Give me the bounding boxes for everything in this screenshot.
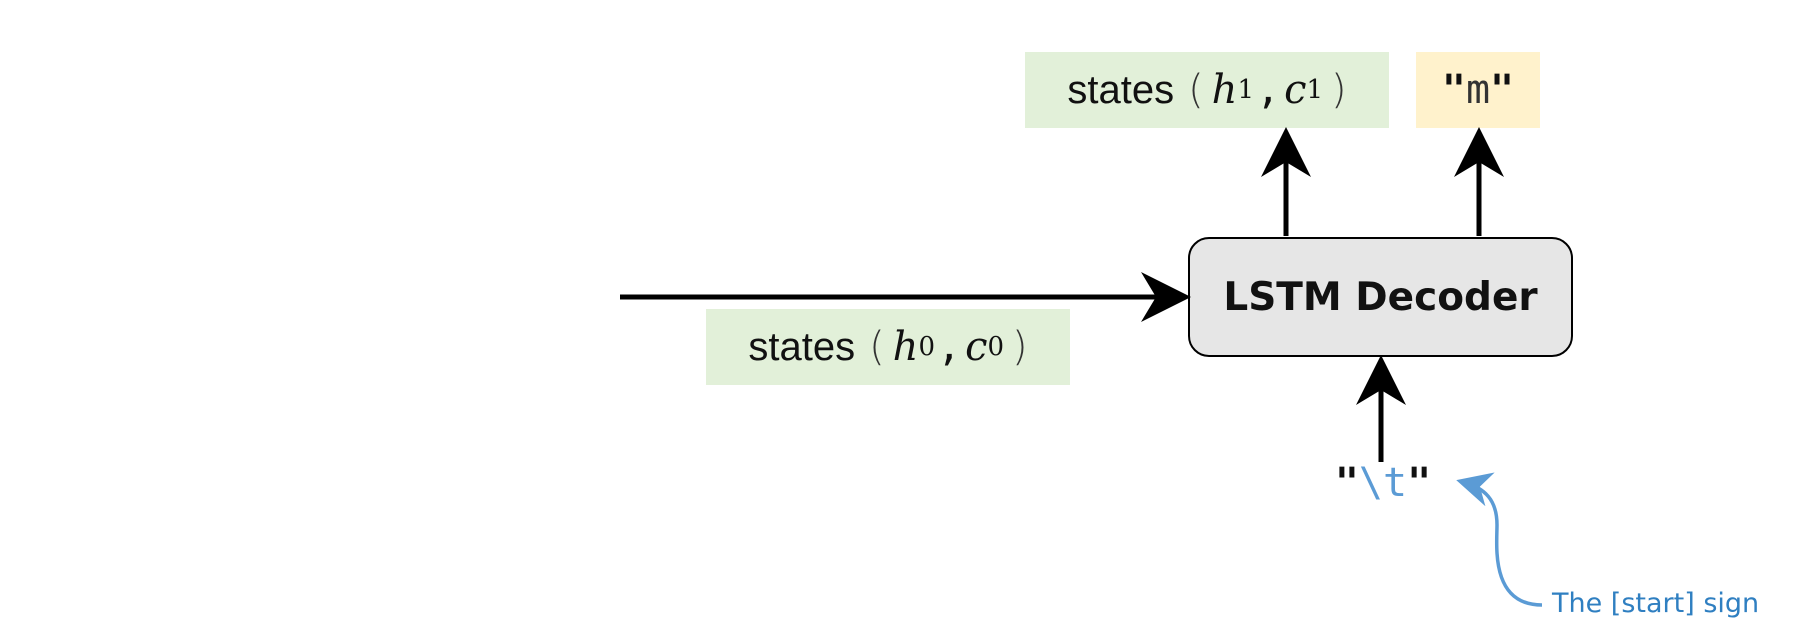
state-out-box xyxy=(1025,52,1389,128)
state-out-h: h xyxy=(1211,67,1238,113)
start-sign-annotation: The [start] sign xyxy=(1552,588,1760,619)
input-token-label: " \t " xyxy=(1318,458,1448,508)
state-in-prefix: states xyxy=(748,325,856,369)
state-in-box xyxy=(706,309,1070,385)
state-in-c-sub: 0 xyxy=(987,332,1005,362)
state-in-h: h xyxy=(892,324,919,370)
input-token-char: \t xyxy=(1358,460,1408,506)
state-out-prefix: states xyxy=(1067,68,1175,112)
state-in-open-paren: ( xyxy=(869,324,885,370)
input-token-quote-close: " xyxy=(1407,460,1432,506)
output-token-quote-open: " xyxy=(1441,67,1466,113)
state-out-close-paren: ) xyxy=(1331,67,1347,113)
input-token-quote-open: " xyxy=(1334,460,1359,506)
state-out-c-sub: 1 xyxy=(1306,75,1324,105)
state-out-c: c xyxy=(1284,67,1307,113)
state-out-h-sub: 1 xyxy=(1237,75,1254,105)
output-token-quote-close: " xyxy=(1490,67,1515,113)
state-in-h-sub: 0 xyxy=(918,332,935,362)
state-out-comma: , xyxy=(1255,67,1281,113)
state-in-close-paren: ) xyxy=(1012,324,1028,370)
state-in-c: c xyxy=(965,324,988,370)
state-out-open-paren: ( xyxy=(1188,67,1204,113)
lstm-decoder-label: LSTM Decoder xyxy=(1223,275,1538,320)
annotation-arrow xyxy=(1456,472,1543,607)
output-token-char: m xyxy=(1465,67,1491,113)
output-token-label: " m " xyxy=(1416,52,1540,128)
state-in-comma: , xyxy=(936,324,962,370)
output-token-box xyxy=(1416,52,1540,128)
